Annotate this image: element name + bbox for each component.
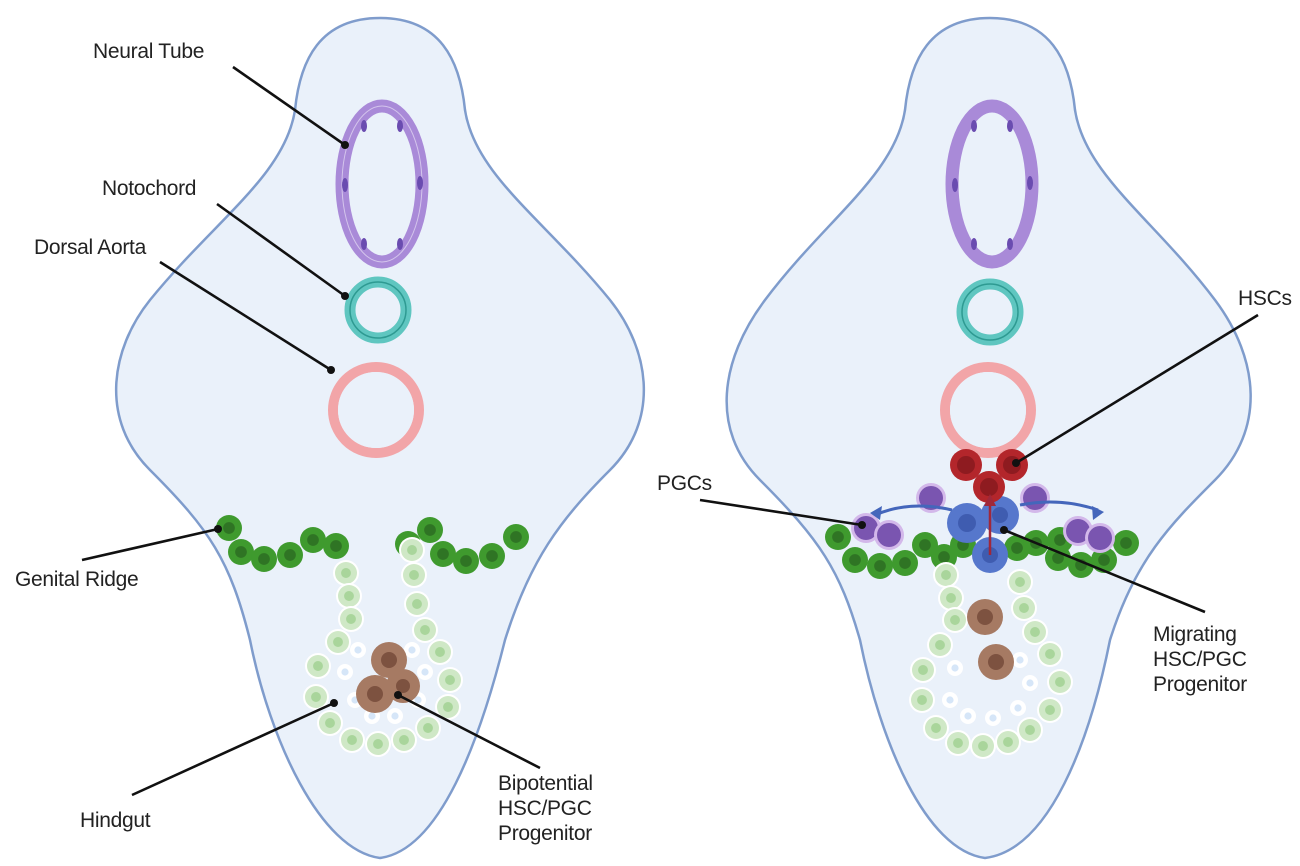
- label-dorsal-aorta: Dorsal Aorta: [34, 236, 147, 259]
- right-migration-arrows: [870, 494, 1104, 555]
- leader-bipotential-progenitor: [397, 693, 541, 770]
- leader-pgcs: [699, 498, 863, 527]
- leader-neural-tube: [232, 65, 346, 147]
- leader-migrating-progenitor: [1003, 528, 1206, 614]
- label-neural-tube: Neural Tube: [93, 40, 204, 63]
- left-notochord: [344, 276, 412, 344]
- right-hindgut-cells: [909, 562, 1073, 759]
- label-notochord: Notochord: [102, 177, 196, 200]
- leader-dot: [214, 525, 222, 533]
- right-genital-ridge-cells: [825, 524, 1139, 579]
- arrow-right-icon: [1092, 506, 1104, 520]
- left-hindgut-cells: [303, 537, 463, 757]
- label-hscs: HSCs: [1238, 287, 1292, 310]
- leader-notochord: [216, 202, 346, 298]
- left-neural-tube: [335, 99, 429, 269]
- arrow-left-icon: [870, 506, 882, 520]
- right-neural-tube: [945, 99, 1039, 269]
- label-bipotential-progenitor: Bipotential HSC/PGC Progenitor: [498, 772, 598, 845]
- leader-dorsal-aorta: [159, 260, 332, 372]
- left-panel: Neural Tube Notochord Dorsal Aorta Genit…: [15, 16, 646, 860]
- leader-dot: [1000, 526, 1008, 534]
- leader-dot: [330, 699, 338, 707]
- label-hindgut: Hindgut: [80, 809, 151, 832]
- left-dorsal-aorta: [328, 362, 424, 458]
- right-gut-progenitors: [967, 599, 1014, 680]
- leader-genital-ridge: [81, 527, 219, 562]
- right-notochord: [956, 278, 1024, 346]
- leader-hindgut: [131, 701, 335, 797]
- left-bipotential-progenitor: [356, 642, 420, 713]
- leader-dot: [327, 366, 335, 374]
- leader-dot: [341, 141, 349, 149]
- leader-dot: [1012, 459, 1020, 467]
- leader-dot: [394, 691, 402, 699]
- label-genital-ridge: Genital Ridge: [15, 568, 138, 591]
- right-dorsal-aorta: [940, 362, 1036, 458]
- right-pgcs: [851, 483, 1115, 553]
- right-panel: HSCs PGCs Migrating HSC/PGC Progenitor: [657, 16, 1292, 860]
- leader-dot: [858, 521, 866, 529]
- label-pgcs: PGCs: [657, 472, 712, 495]
- leader-hscs: [1015, 313, 1259, 465]
- right-hscs: [950, 449, 1028, 503]
- label-migrating-progenitor: Migrating HSC/PGC Progenitor: [1153, 623, 1252, 696]
- leader-dot: [341, 292, 349, 300]
- arrow-up-icon: [984, 494, 996, 506]
